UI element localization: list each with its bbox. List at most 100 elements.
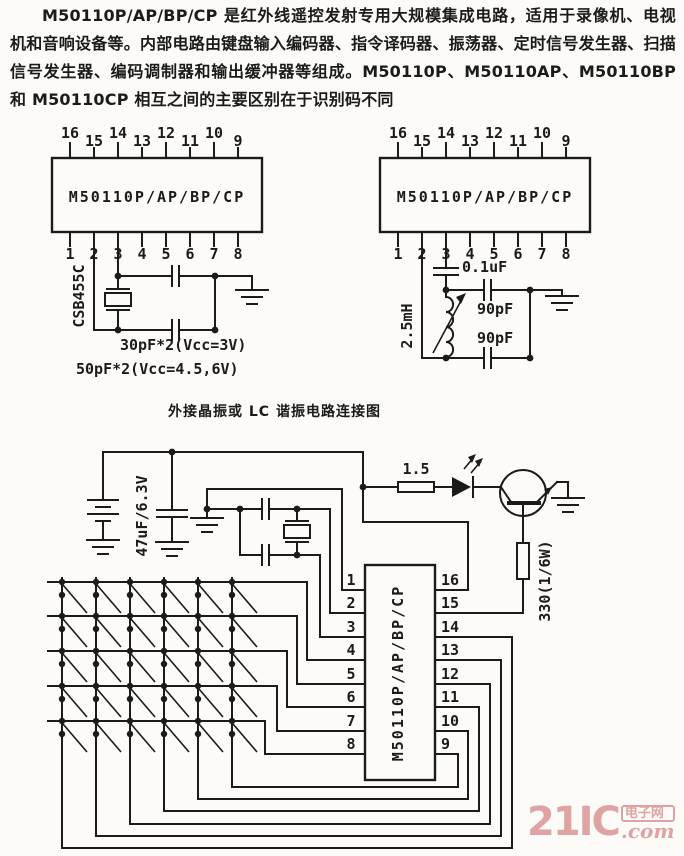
matrix-column-loops xyxy=(61,577,513,849)
ground-icon xyxy=(190,517,224,533)
switch-blade xyxy=(96,653,122,683)
cap-note-1: 30pF*2(Vcc=3V) xyxy=(120,336,246,354)
resistor-icon xyxy=(397,481,435,493)
switch-contact xyxy=(58,578,66,586)
pin-label: 8 xyxy=(233,245,242,263)
resonator-label: CSB455C xyxy=(70,264,88,327)
key-switch xyxy=(58,717,88,753)
switch-contact xyxy=(92,591,100,599)
electrolytic-cap-icon xyxy=(156,451,188,543)
switch-contact xyxy=(160,717,168,725)
switch-contact xyxy=(194,717,202,725)
pin-label: 8 xyxy=(346,735,355,753)
cap-top-label: 90pF xyxy=(477,300,513,318)
switch-blade xyxy=(130,653,156,683)
top-rail xyxy=(180,275,253,291)
pin-label: 1 xyxy=(346,571,355,589)
pin2-wire xyxy=(93,231,171,331)
switch-blade xyxy=(62,653,88,683)
switch-blade xyxy=(164,723,190,753)
key-switch xyxy=(58,612,88,648)
crystal-icon xyxy=(104,275,132,331)
key-switch xyxy=(228,647,258,683)
pin-label: 1 xyxy=(65,245,74,263)
top-rail-gnd xyxy=(492,289,563,297)
matrix-row-wires xyxy=(47,581,366,755)
pin-label: 14 xyxy=(109,124,127,142)
ic-label: M50110P/AP/BP/CP xyxy=(69,188,246,206)
switch-blade xyxy=(164,618,190,648)
switch-contact xyxy=(194,730,202,738)
switch-contact xyxy=(194,578,202,586)
switch-contact xyxy=(92,717,100,725)
pin-label: 12 xyxy=(485,124,503,142)
pin-label: 11 xyxy=(509,132,527,150)
key-switch xyxy=(194,647,224,683)
switch-blade xyxy=(62,618,88,648)
ground-icon xyxy=(86,539,120,555)
switch-contact xyxy=(58,591,66,599)
key-switch xyxy=(126,612,156,648)
switch-blade xyxy=(62,688,88,718)
switch-blade xyxy=(62,723,88,753)
switch-contact xyxy=(92,682,100,690)
pin2-wire xyxy=(421,231,483,359)
pin-label: 2 xyxy=(346,594,355,612)
transistor-icon xyxy=(499,469,569,517)
key-switch xyxy=(194,682,224,718)
switch-blade xyxy=(130,584,156,614)
switch-contact xyxy=(160,695,168,703)
pin-label: 4 xyxy=(465,245,474,263)
key-switch xyxy=(58,578,88,614)
switch-contact xyxy=(194,625,202,633)
switch-blade xyxy=(232,723,258,753)
switch-contact xyxy=(228,682,236,690)
watermark-tld: .com xyxy=(620,819,675,843)
inductor-icon xyxy=(432,289,466,359)
switch-blade xyxy=(198,723,224,753)
key-switch xyxy=(92,682,122,718)
switch-contact xyxy=(194,682,202,690)
pin-label: 16 xyxy=(389,124,407,142)
key-switch xyxy=(92,578,122,614)
pin-label: 9 xyxy=(233,132,242,150)
capacitor xyxy=(483,347,492,369)
pin-label: 7 xyxy=(537,245,546,263)
pin-label: 11 xyxy=(181,132,199,150)
key-switch xyxy=(92,647,122,683)
key-switch xyxy=(92,612,122,648)
pin-label: 12 xyxy=(441,665,459,683)
switch-contact xyxy=(194,647,202,655)
pin-label: 13 xyxy=(133,132,151,150)
key-switch xyxy=(194,717,224,753)
switch-contact xyxy=(160,660,168,668)
ic-body xyxy=(363,563,437,782)
switch-contact xyxy=(126,717,134,725)
intro-paragraph: M50110P/AP/BP/CP 是红外线遥控发射专用大规模集成电路，适用于录像… xyxy=(10,6,676,109)
switch-contact xyxy=(194,612,202,620)
key-switch xyxy=(194,578,224,614)
figure-caption: 外接晶振或 LC 谐振电路连接图 xyxy=(168,404,381,420)
switch-contact xyxy=(126,695,134,703)
pin-label: 5 xyxy=(489,245,498,263)
switch-contact xyxy=(160,625,168,633)
key-switch xyxy=(126,647,156,683)
switch-blade xyxy=(130,618,156,648)
switch-contact xyxy=(160,612,168,620)
key-switch xyxy=(126,682,156,718)
switch-contact xyxy=(58,612,66,620)
switch-blade xyxy=(164,688,190,718)
pin-label: 5 xyxy=(346,665,355,683)
switch-contact xyxy=(194,591,202,599)
switch-blade xyxy=(130,723,156,753)
key-switch xyxy=(58,647,88,683)
watermark: 21IC 电子网 .com xyxy=(527,802,675,842)
switch-contact xyxy=(92,625,100,633)
switch-contact xyxy=(58,730,66,738)
switch-contact xyxy=(160,591,168,599)
pin-label: 7 xyxy=(346,712,355,730)
